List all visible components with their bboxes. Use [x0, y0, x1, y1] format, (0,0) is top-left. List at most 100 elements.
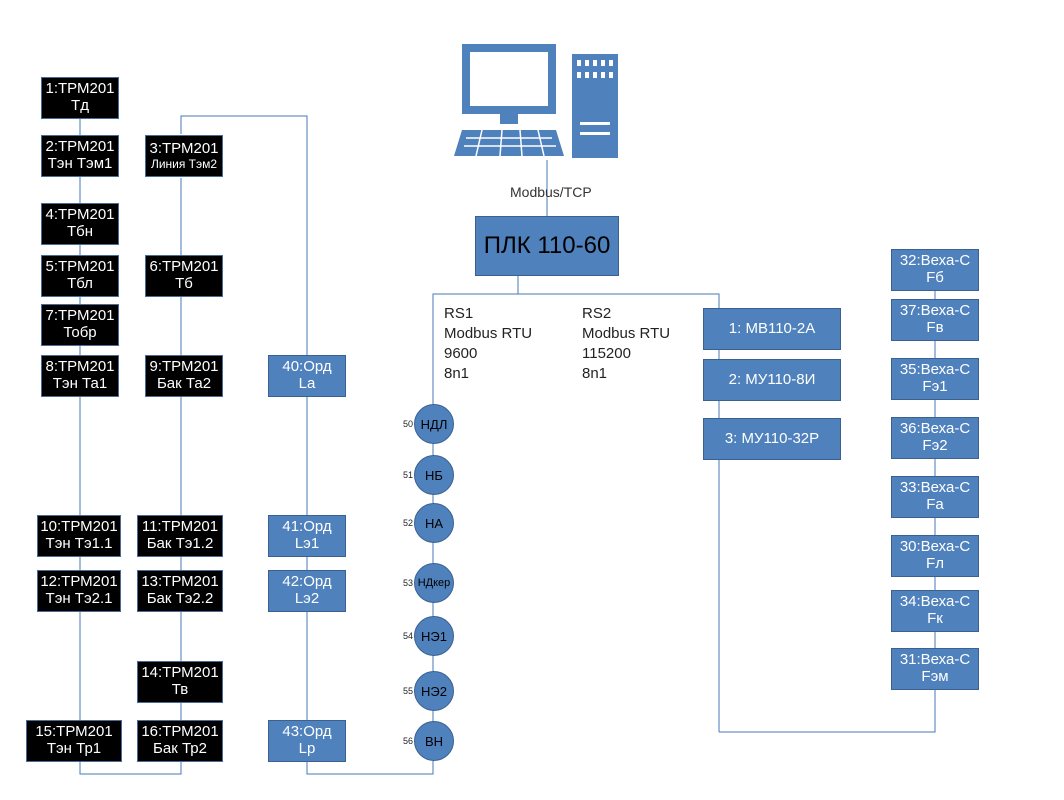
- vexa-30-line1: 30:Веха-С: [899, 538, 971, 556]
- pump-ne2-label: НЭ2: [421, 683, 447, 699]
- pump-na-label: НА: [424, 515, 444, 531]
- trm-2-line1: 2:ТРМ201: [45, 138, 115, 156]
- ord-41-line1: 41:Орд: [282, 518, 332, 536]
- pump-ndker[interactable]: НДкер: [414, 563, 454, 603]
- trm-8-line2: Тэн Та1: [52, 375, 108, 392]
- vexa-36-line1: 36:Веха-С: [899, 420, 971, 438]
- plc-bus-line: [432, 276, 519, 400]
- rs2-bus-line: [518, 293, 720, 308]
- trm-9-line1: 9:ТРМ201: [149, 358, 219, 376]
- module-1[interactable]: 1: МВ110-2А: [703, 308, 841, 350]
- pump-nb-label: НБ: [425, 467, 443, 483]
- trm-6-line2: Тб: [175, 275, 193, 292]
- trm-1-line2: Тд: [71, 97, 89, 114]
- module-3[interactable]: 3: МУ110-32Р: [703, 418, 841, 460]
- pump-ndker-label: НДкер: [417, 577, 451, 589]
- rs2-line4: 8n1: [582, 365, 608, 382]
- trm-16-line1: 16:ТРМ201: [141, 723, 219, 741]
- pump-vn-addr: 56: [402, 736, 413, 746]
- pump-vn-label: ВН: [424, 733, 444, 749]
- trm-15-line1: 15:ТРМ201: [35, 723, 113, 741]
- module-2-label: 2: МУ110-8И: [728, 370, 816, 388]
- trm-3-line1: 3:ТРМ201: [149, 139, 219, 157]
- rs1-line1: RS1: [444, 305, 474, 322]
- vexa-36-line2: Fэ2: [922, 437, 948, 454]
- pump-vn[interactable]: ВН: [414, 721, 454, 761]
- rs2-line2: Modbus RTU: [582, 325, 671, 342]
- trm-5-line2: Тбл: [67, 275, 93, 292]
- vexa-31-line1: 31:Веха-С: [899, 651, 971, 669]
- vexa-bus-line: [719, 690, 936, 733]
- vexa-37-line2: Fв: [926, 319, 944, 336]
- plc-controller[interactable]: ПЛК 110-60: [475, 216, 619, 276]
- trm-4-line1: 4:ТРМ201: [45, 206, 115, 224]
- plc-label: ПЛК 110-60: [483, 231, 611, 259]
- vexa-34-line2: Fк: [927, 610, 943, 627]
- vexa-34-line1: 34:Веха-С: [899, 593, 971, 611]
- pump-na[interactable]: НА: [414, 503, 454, 543]
- module-2[interactable]: 2: МУ110-8И: [703, 359, 841, 401]
- trm-10-line2: Тэн Тэ1.1: [45, 535, 113, 552]
- pump-na-addr: 52: [402, 518, 413, 528]
- trm-9-line2: Бак Та2: [156, 375, 212, 392]
- trm-13-line2: Бак Тэ2.2: [146, 590, 214, 607]
- rs1-label: RS1 Modbus RTU 9600 8n1: [444, 304, 532, 384]
- rs2-label: RS2 Modbus RTU 115200 8n1: [582, 304, 670, 384]
- pump-ndl[interactable]: НДЛ: [414, 404, 454, 444]
- vexa-31-line2: Fэм: [921, 668, 949, 685]
- ord-40-line2: Lа: [298, 375, 316, 392]
- trm-1-line1: 1:ТРМ201: [45, 80, 115, 98]
- pump-nb[interactable]: НБ: [414, 455, 454, 495]
- vexa-33-line1: 33:Веха-С: [899, 479, 971, 497]
- pump-ne2[interactable]: НЭ2: [414, 671, 454, 711]
- trm-5-line1: 5:ТРМ201: [45, 258, 115, 276]
- vexa-35-line1: 35:Веха-С: [899, 361, 971, 379]
- pump-ne1-label: НЭ1: [421, 628, 447, 644]
- trm-11-line2: Бак Тэ1.2: [146, 535, 214, 552]
- trm-14-line2: Тв: [171, 681, 189, 698]
- trm-14-line1: 14:ТРМ201: [141, 664, 219, 682]
- vexa-32-line2: Fб: [926, 269, 944, 286]
- trm-7-line1: 7:ТРМ201: [45, 307, 115, 325]
- pump-ne1[interactable]: НЭ1: [414, 616, 454, 656]
- rs2-line3: 115200: [582, 345, 631, 362]
- protocol-label: Modbus/TCP: [510, 184, 592, 200]
- ord-40-line1: 40:Орд: [282, 358, 332, 376]
- ord-42-line1: 42:Орд: [282, 573, 332, 591]
- ord-43-line2: Lр: [298, 740, 316, 757]
- trm-12-line2: Тэн Тэ2.1: [45, 590, 113, 607]
- trm-10-line1: 10:ТРМ201: [40, 518, 118, 536]
- trm-11-line1: 11:ТРМ201: [141, 518, 219, 536]
- trm-7-line2: Тобр: [63, 324, 97, 341]
- trm-8-line1: 8:ТРМ201: [45, 358, 115, 376]
- trm-2-line2: Тэн Тэм1: [47, 155, 113, 172]
